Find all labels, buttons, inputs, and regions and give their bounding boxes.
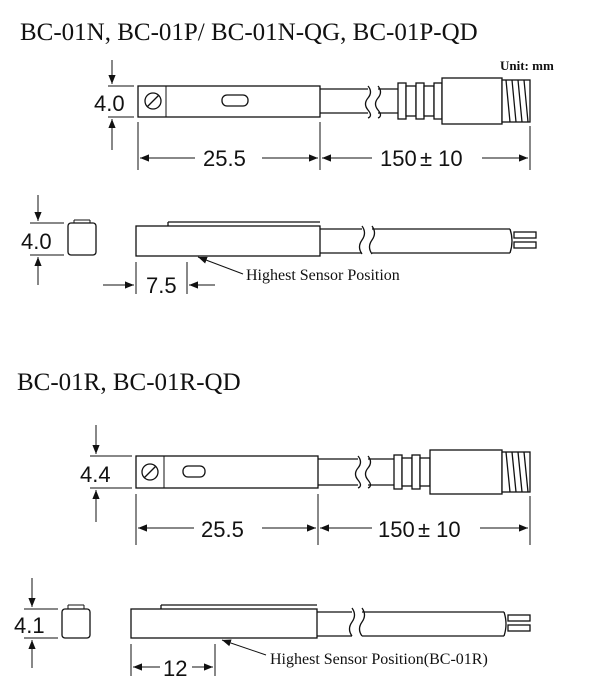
side-height-dimension-bottom: 4.1 — [14, 578, 58, 668]
top-view-sensor-bc01n — [137, 77, 531, 125]
cable-tolerance-label-bc01n: ± 10 — [420, 146, 463, 171]
length-label-bc01n: 25.5 — [203, 146, 246, 171]
height-label-bc01r: 4.4 — [80, 462, 111, 487]
height-label-bc01n: 4.0 — [94, 91, 125, 116]
height-dimension-top: 4.0 — [94, 60, 134, 150]
top-view-sensor-bc01r — [135, 449, 531, 495]
cable-length-label-bc01n: 150 — [380, 146, 417, 171]
unit-label: Unit: mm — [500, 58, 554, 73]
sensor-offset-label-bc01n: 7.5 — [146, 273, 177, 298]
side-view-sensor-bc01n — [67, 219, 537, 257]
title-bc01n: BC-01N, BC-01P/ BC-01N-QG, BC-01P-QD — [20, 19, 478, 46]
screw-icon — [141, 463, 159, 481]
title-bc01r: BC-01R, BC-01R-QD — [17, 369, 241, 396]
sensor-note-bc01r: Highest Sensor Position(BC-01R) — [270, 651, 488, 668]
length-dimension-top: 25.5 150 ± 10 — [137, 122, 531, 171]
cable-length-label-bc01r: 150 — [378, 517, 415, 542]
height-dimension-bottom: 4.4 — [80, 425, 132, 522]
side-height-label-bc01r: 4.1 — [14, 613, 45, 638]
screw-icon — [144, 92, 162, 110]
length-dimension-bottom: 25.5 150 ± 10 — [135, 494, 531, 545]
length-label-bc01r: 25.5 — [201, 517, 244, 542]
sensor-offset-dimension-bottom: 12 Highest Sensor Position(BC-01R) — [130, 639, 488, 681]
side-view-sensor-bc01r — [61, 604, 531, 639]
sensor-offset-label-bc01r: 12 — [163, 656, 187, 681]
side-height-label-bc01n: 4.0 — [21, 229, 52, 254]
cable-tolerance-label-bc01r: ± 10 — [418, 517, 461, 542]
side-height-dimension-top: 4.0 — [21, 195, 64, 285]
sensor-note-bc01n: Highest Sensor Position — [246, 267, 400, 284]
sensor-offset-dimension-top: 7.5 Highest Sensor Position — [103, 256, 400, 298]
